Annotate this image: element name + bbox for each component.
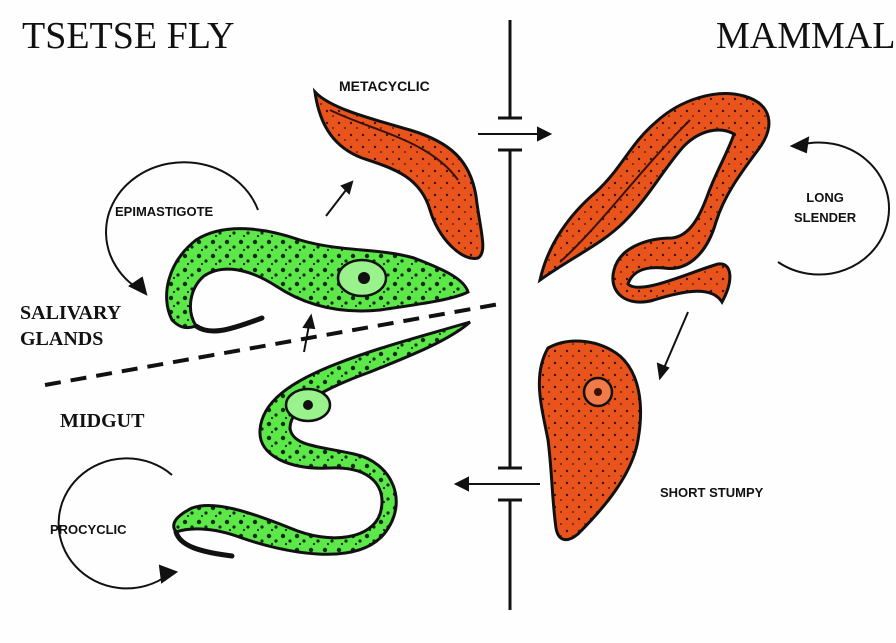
salivary-line-2: GLANDS <box>20 326 121 352</box>
stage-label-procyclic: PROCYCLIC <box>50 522 127 537</box>
long-slender-line-2: SLENDER <box>794 208 856 228</box>
procyclic-trypanosome <box>174 322 470 556</box>
epimastigote-trypanosome <box>167 229 468 331</box>
salivary-line-1: SALIVARY <box>20 300 121 326</box>
title-tsetse-fly: TSETSE FLY <box>22 14 235 58</box>
long-slender-line-1: LONG <box>794 188 856 208</box>
stage-label-metacyclic: METACYCLIC <box>339 78 430 94</box>
arrow-fly-to-mammal <box>478 128 550 140</box>
stage-label-epimastigote: EPIMASTIGOTE <box>115 204 213 219</box>
arrow-mammal-to-fly <box>456 478 540 490</box>
arrow-slender-to-stumpy <box>658 312 688 378</box>
region-label-midgut: MIDGUT <box>60 408 144 434</box>
long-slender-trypanosome <box>540 94 769 303</box>
stage-label-long-slender: LONG SLENDER <box>794 188 856 227</box>
metacyclic-trypanosome <box>315 92 483 258</box>
region-label-salivary-glands: SALIVARY GLANDS <box>20 300 121 352</box>
arrow-epimastigote-to-metacyclic <box>326 182 352 216</box>
arrow-procyclic-to-epimastigote <box>304 316 314 352</box>
short-stumpy-trypanosome <box>539 341 640 540</box>
stage-label-short-stumpy: SHORT STUMPY <box>660 485 763 500</box>
title-mammal: MAMMAL <box>716 14 895 58</box>
